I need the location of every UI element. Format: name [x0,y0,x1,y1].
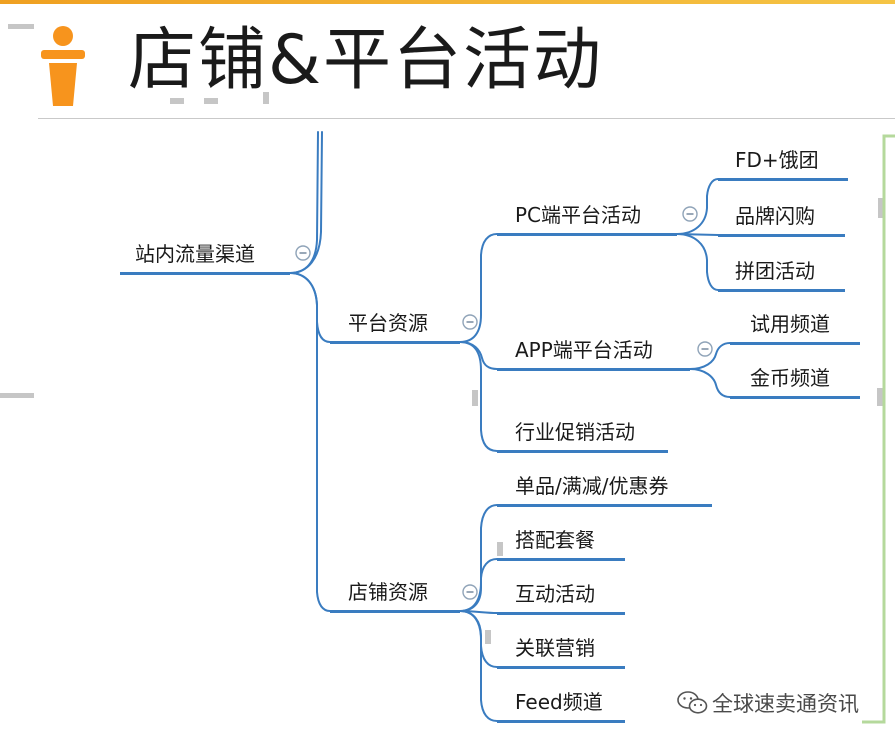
selection-handle [0,393,34,398]
connector [676,233,719,291]
node-store-item[interactable]: 搭配套餐 [497,524,625,561]
selection-handle [204,98,218,104]
node-label: 店铺资源 [348,580,428,604]
node-label: 站内流量渠道 [135,242,255,266]
node-pc-item[interactable]: 品牌闪购 [718,200,845,237]
node-label: PC端平台活动 [515,203,642,227]
podium-speaker-icon [41,26,85,106]
connector [289,272,331,612]
node-label: 平台资源 [348,311,428,335]
node-app-platform[interactable]: APP端平台活动 [497,334,690,371]
node-label: FD+饿团 [735,148,819,172]
node-label: 搭配套餐 [515,528,595,552]
node-label: Feed频道 [515,690,603,714]
wechat-icon [677,691,708,714]
node-label: 互动活动 [515,582,595,606]
collapse-toggle-root[interactable] [295,245,311,261]
top-accent-bar [0,0,895,4]
node-store-resources[interactable]: 店铺资源 [330,576,460,613]
node-label: 品牌闪购 [735,204,815,228]
connector [459,558,498,612]
node-label: 试用频道 [750,312,830,336]
title-divider [38,118,895,119]
node-pc-item[interactable]: 拼团活动 [718,255,845,292]
selection-handle [485,630,491,644]
selection-handle [878,198,885,218]
node-root[interactable]: 站内流量渠道 [120,238,290,275]
collapse-toggle-app[interactable] [697,341,713,357]
watermark-text: 全球速卖通资讯 [712,692,859,716]
node-label: 单品/满减/优惠券 [515,474,669,498]
node-label: APP端平台活动 [515,338,653,362]
selection-handle [472,390,478,406]
selection-handle [263,92,269,104]
node-app-item[interactable]: 金币频道 [730,362,860,399]
node-label: 金币频道 [750,366,830,390]
selection-handle [170,98,184,104]
connector [459,341,498,452]
node-label: 拼团活动 [735,259,815,283]
page-title: 店铺&平台活动 [128,21,604,100]
node-store-item[interactable]: 互动活动 [497,578,625,615]
frame-bracket [862,134,895,724]
node-store-item[interactable]: Feed频道 [497,686,625,723]
node-label: 行业促销活动 [515,420,635,444]
node-pc-platform[interactable]: PC端平台活动 [497,199,677,236]
connector [689,368,731,398]
selection-handle [497,542,503,556]
selection-handle [877,388,884,406]
node-label: 关联营销 [515,636,595,660]
node-platform-resources[interactable]: 平台资源 [330,307,460,344]
connector [676,178,719,235]
selection-handle [8,24,34,29]
node-pc-item[interactable]: FD+饿团 [718,144,848,181]
collapse-toggle-pc[interactable] [682,206,698,222]
connector [459,610,498,668]
connector [289,131,323,274]
node-store-item[interactable]: 关联营销 [497,632,625,669]
node-industry-promo[interactable]: 行业促销活动 [497,416,668,453]
connector [689,342,731,370]
connector [459,610,498,722]
node-store-item[interactable]: 单品/满减/优惠券 [497,470,712,507]
collapse-toggle-platform[interactable] [462,314,478,330]
collapse-toggle-store[interactable] [462,584,478,600]
node-app-item[interactable]: 试用频道 [730,308,860,345]
connector [459,233,498,343]
